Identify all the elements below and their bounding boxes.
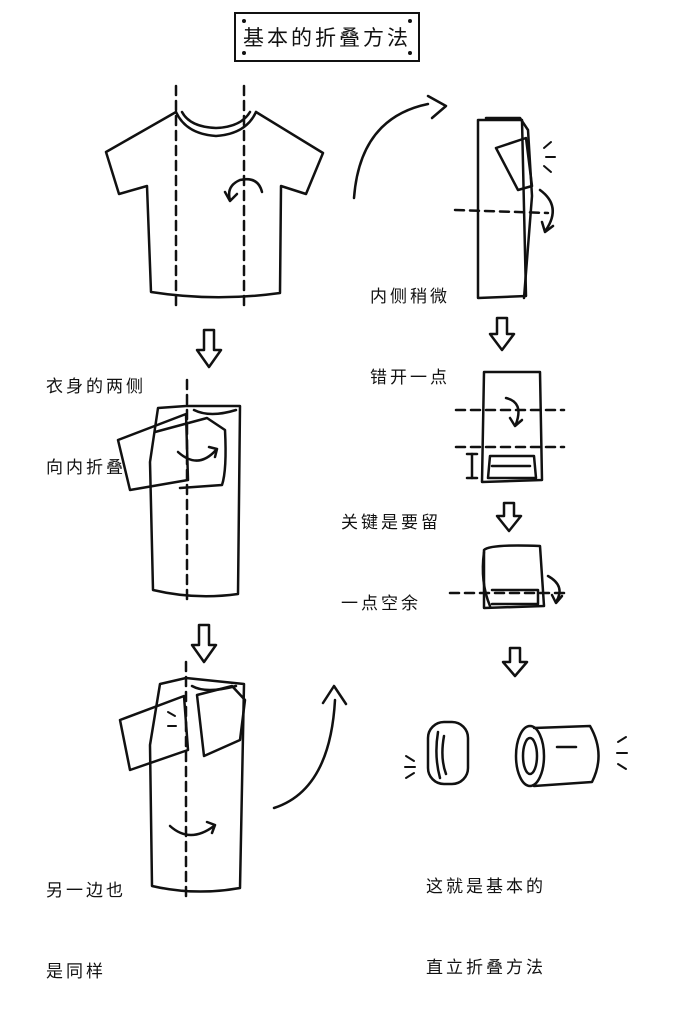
shirt-icon: [118, 676, 247, 893]
step-label-offset: 内侧稍微 错开一点: [370, 230, 450, 419]
curved-arrow-icon: [352, 102, 430, 200]
fold-line-icon: [453, 208, 550, 215]
label-line: 错开一点: [370, 368, 450, 388]
arrow-head-icon: [223, 190, 239, 203]
arrow-head-icon: [321, 684, 348, 706]
label-line: 直立折叠方法: [426, 958, 546, 978]
motion-marks-icon: [167, 711, 177, 727]
arrow-head-icon: [207, 445, 219, 459]
label-line: 是同样: [46, 962, 106, 982]
label-line: 另一边也: [46, 881, 126, 901]
step-label-fold-sides: 衣身的两侧 向内折叠: [46, 320, 146, 509]
arrow-down-icon: [190, 623, 218, 664]
rolled-shirt-icon: [426, 720, 470, 786]
pin-icon: [408, 19, 412, 23]
arrow-head-icon: [426, 94, 448, 120]
shirt-icon: [116, 404, 242, 598]
motion-marks-icon: [543, 141, 556, 173]
page-title: 基本的折叠方法: [243, 26, 411, 50]
pin-icon: [242, 51, 246, 55]
arrow-down-icon: [195, 328, 223, 369]
fold-line-icon: [454, 408, 566, 449]
pin-icon: [242, 19, 246, 23]
pin-icon: [408, 51, 412, 55]
curved-arrow-icon: [227, 178, 264, 202]
arrow-down-icon: [501, 646, 529, 678]
arrow-head-icon: [550, 593, 564, 605]
rolled-shirt-icon: [514, 724, 600, 788]
label-line: 这就是基本的: [426, 877, 546, 897]
arrow-head-icon: [508, 416, 524, 428]
label-line: 关键是要留: [341, 513, 441, 533]
title-box: 基本的折叠方法: [234, 12, 420, 62]
curved-arrow-icon: [272, 698, 337, 810]
arrow-down-icon: [495, 501, 523, 533]
folded-shirt-icon: [481, 544, 546, 610]
folded-shirt-icon: [480, 370, 544, 484]
arrow-head-icon: [540, 220, 555, 234]
label-line: 衣身的两侧: [46, 377, 146, 397]
shirt-icon: [104, 110, 325, 299]
motion-marks-icon: [404, 736, 628, 779]
curved-arrow-icon: [546, 574, 561, 604]
step-label-leave-space: 关键是要留 一点空余: [341, 456, 441, 645]
arrow-head-icon: [205, 820, 217, 835]
folding-illustration: [104, 84, 628, 902]
folded-shirt-icon: [476, 116, 534, 300]
arrow-down-icon: [488, 316, 516, 352]
space-marker-icon: [465, 452, 479, 480]
fold-line-icon: [174, 84, 246, 312]
curved-arrow-icon: [168, 824, 216, 837]
curved-arrow-icon: [538, 188, 554, 232]
curved-arrow-icon: [504, 396, 520, 426]
label-line: 向内折叠: [46, 458, 126, 478]
label-line: 内侧稍微: [370, 287, 450, 307]
label-line: 一点空余: [341, 594, 421, 614]
curved-arrow-icon: [176, 448, 218, 462]
